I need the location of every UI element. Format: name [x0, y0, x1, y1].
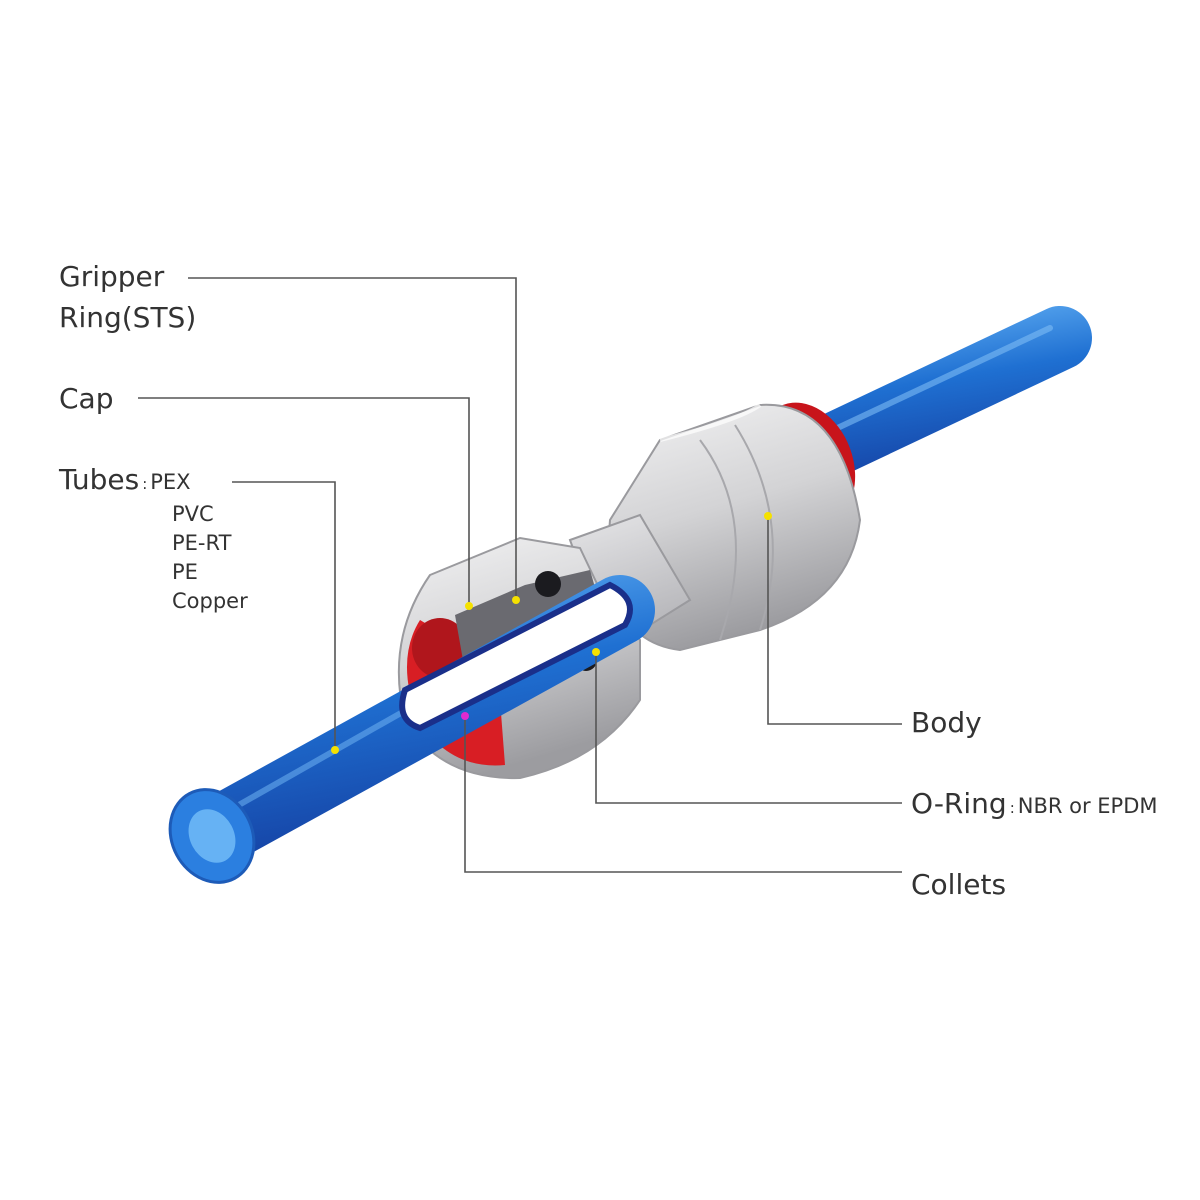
left-tube [168, 575, 655, 884]
tube-type-pvc: PVC [172, 502, 214, 526]
oring-label-row: O-Ring:NBR or EPDM [911, 790, 1158, 818]
collets-label: Collets [911, 868, 1007, 901]
tube-type-pex: PEX [150, 470, 191, 494]
body-leader [767, 516, 902, 725]
body-marker-dot [764, 512, 772, 520]
tubes-marker-dot [331, 746, 339, 754]
cap-label: Cap [59, 382, 114, 415]
tubes-label: Tubes [59, 463, 140, 496]
leader-lines [138, 277, 902, 873]
tube-type-pe: PE [172, 560, 198, 584]
gripper-marker-dot [512, 596, 520, 604]
marker-dots [331, 512, 772, 754]
tubes-label-row: Tubes:PEX [59, 466, 191, 494]
oring-material: NBR or EPDM [1017, 794, 1158, 818]
collets-marker-dot [461, 712, 469, 720]
oring-leader [595, 652, 902, 804]
tubes-leader [232, 481, 336, 750]
oring-marker-dot [592, 648, 600, 656]
oring-separator: : [1009, 799, 1015, 817]
cap-leader [138, 397, 470, 606]
tubes-separator: : [142, 475, 148, 493]
oring-label: O-Ring [911, 787, 1007, 820]
cap-marker-dot [465, 602, 473, 610]
collets-leader [464, 716, 902, 873]
gripper-ring-label-line2: Ring(STS) [59, 301, 197, 334]
gripper-ring-label-line1: Gripper [59, 260, 165, 293]
tube-type-copper: Copper [172, 589, 248, 613]
tube-type-pe-rt: PE-RT [172, 531, 232, 555]
body-label: Body [911, 706, 982, 739]
gripper-leader [188, 277, 517, 600]
